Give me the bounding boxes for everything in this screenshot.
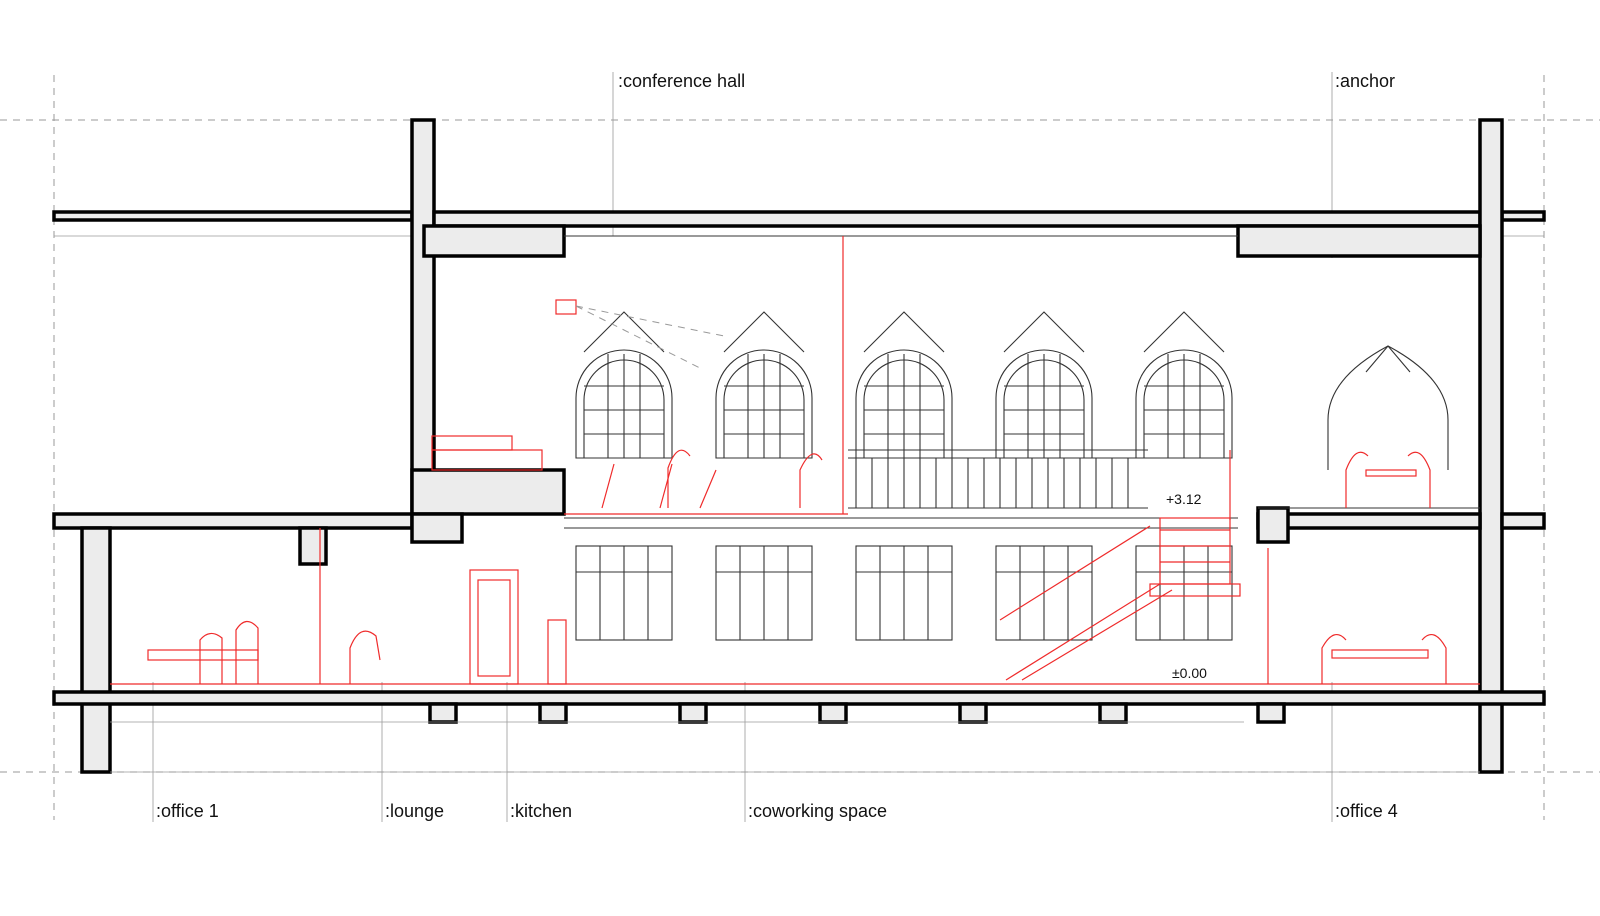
- label-anchor: :anchor: [1335, 71, 1395, 91]
- arched-window: [995, 349, 1093, 459]
- lower-windows: [575, 545, 1233, 641]
- window-gable: [723, 311, 805, 353]
- arched-window: [855, 349, 953, 459]
- stair: [999, 450, 1241, 681]
- guide-lines: [0, 75, 1600, 820]
- level-upper-text: +3.12: [1166, 491, 1202, 507]
- label-coworking-space: :coworking space: [748, 801, 887, 821]
- floor-finish-lines: [110, 236, 1480, 685]
- label-leaders: [152, 72, 1333, 822]
- balustrade: [848, 449, 1148, 509]
- arched-window: [575, 349, 673, 459]
- people-and-furniture: [147, 299, 1447, 685]
- label-lounge: :lounge: [385, 801, 444, 821]
- arched-windows: [575, 311, 1233, 459]
- label-office-1: :office 1: [156, 801, 219, 821]
- label-kitchen: :kitchen: [510, 801, 572, 821]
- window-gable: [863, 311, 945, 353]
- level-ground-text: ±0.00: [1172, 665, 1207, 681]
- anchor-arch: [1327, 345, 1449, 470]
- label-conference-hall: :conference hall: [618, 71, 745, 91]
- window-gable: [1143, 311, 1225, 353]
- window-gable: [1003, 311, 1085, 353]
- structure-walls: [52, 118, 1546, 774]
- mezzanine-floor: [564, 507, 1480, 529]
- projector-beam: [575, 305, 725, 369]
- label-office-4: :office 4: [1335, 801, 1398, 821]
- arched-window: [715, 349, 813, 459]
- window-gable: [583, 311, 665, 353]
- arched-window: [1135, 349, 1233, 459]
